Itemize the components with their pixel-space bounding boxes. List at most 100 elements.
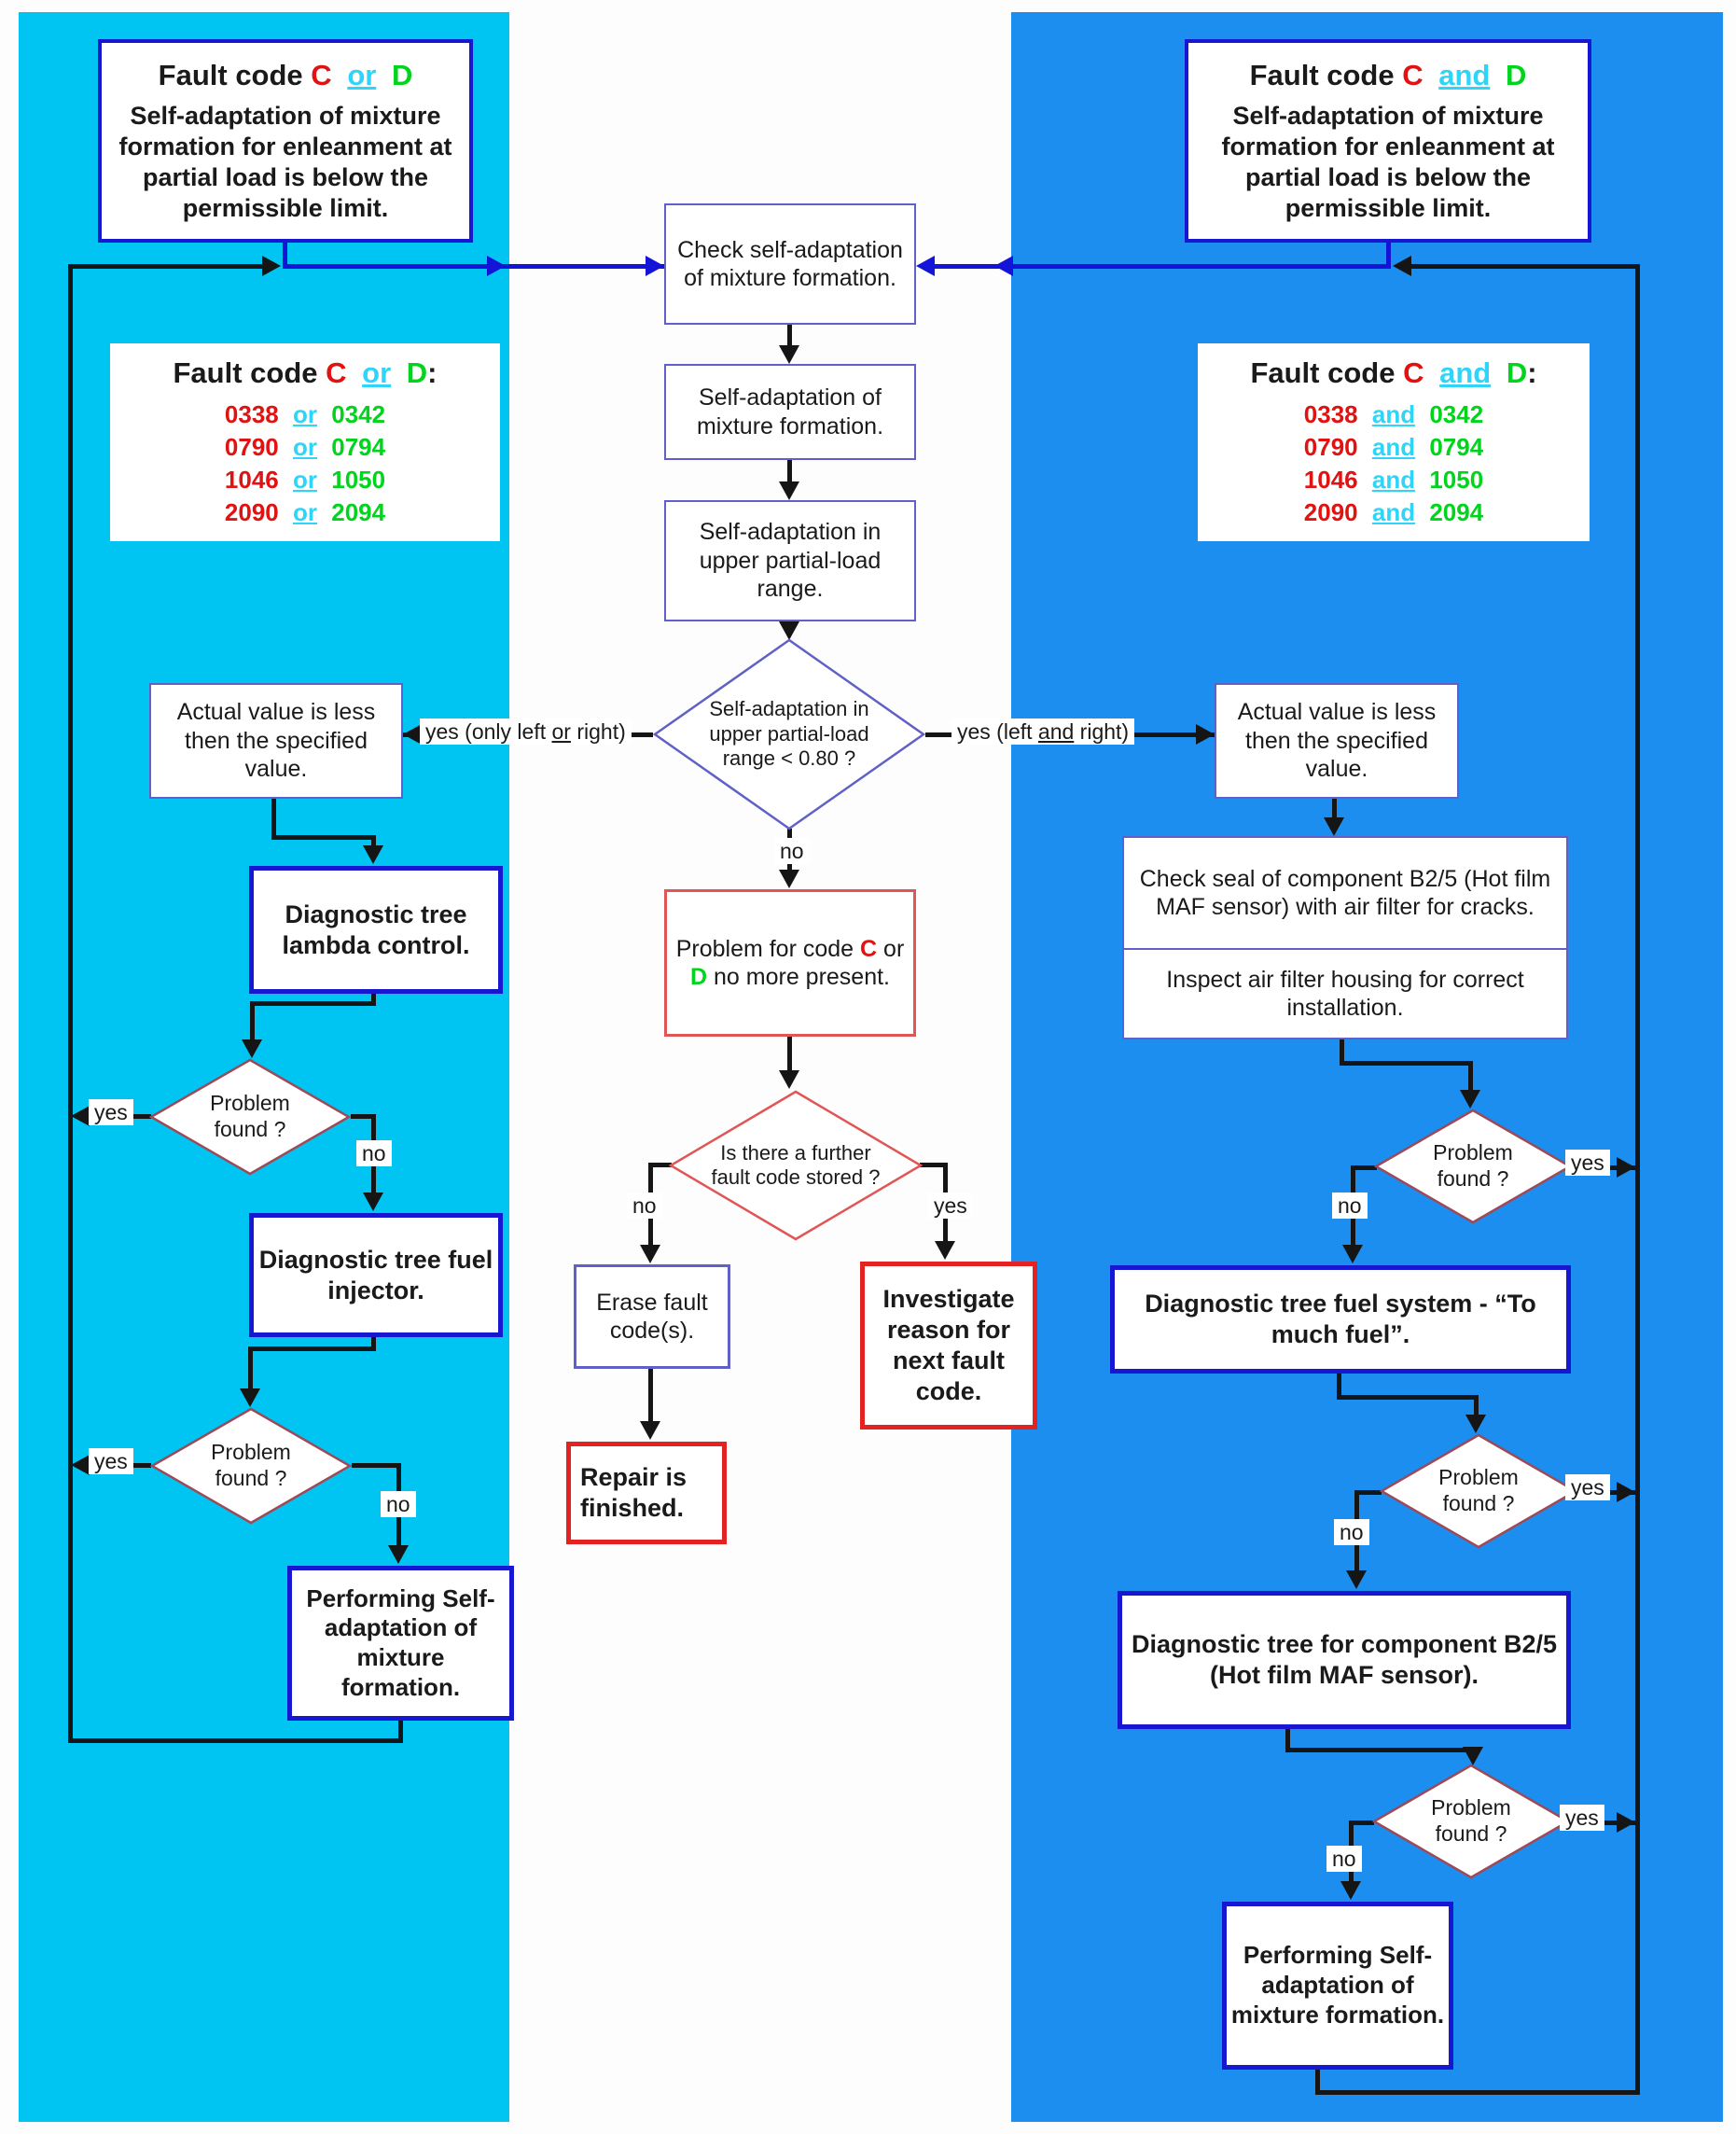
arrowhead	[994, 256, 1013, 276]
flow-line	[920, 1163, 948, 1167]
conjunction: and	[1438, 59, 1491, 92]
flow-line-blue	[283, 264, 664, 269]
arrowhead	[262, 256, 281, 276]
no-label: no	[356, 1140, 392, 1167]
no-label: no	[381, 1491, 416, 1518]
arrowhead	[363, 1193, 383, 1211]
header-title: Fault code C or D	[158, 59, 413, 92]
flow-line	[1411, 264, 1640, 269]
flow-line	[1337, 1395, 1479, 1400]
problem-found-diamond-right-1: Problem found ?	[1374, 1109, 1572, 1224]
further-fault-code-diamond: Is there a further fault code stored ?	[669, 1090, 923, 1241]
arrowhead	[1393, 256, 1411, 276]
flow-line	[1351, 1165, 1377, 1170]
arrowhead	[1324, 817, 1344, 836]
header-title: Fault code C and D	[1249, 59, 1527, 92]
fuel-injector-box: Diagnostic tree fuel injector.	[249, 1213, 503, 1337]
no-label: no	[627, 1193, 662, 1220]
fault-row: 2090 or 2094	[224, 498, 386, 526]
conjunction: or	[347, 59, 377, 92]
code-c: C	[860, 935, 878, 962]
branch-label-left: yes (only left or right)	[420, 718, 632, 746]
arrowhead	[1463, 1747, 1483, 1765]
fuel-system-box: Diagnostic tree fuel system - “To much f…	[1110, 1265, 1571, 1374]
arrowhead	[1460, 1090, 1480, 1109]
yes-label: yes	[928, 1193, 973, 1220]
arrowhead	[71, 1455, 90, 1475]
flow-line	[68, 1738, 403, 1743]
code-d: D	[391, 59, 413, 92]
flow-line	[1340, 1039, 1344, 1066]
fault-row: 0338 and 0342	[1303, 399, 1484, 428]
flow-line	[1337, 1374, 1341, 1400]
arrowhead	[779, 621, 799, 640]
flow-line	[271, 835, 376, 840]
flow-line	[371, 1337, 376, 1351]
code-c: C	[1403, 356, 1424, 389]
yes-label: yes	[1565, 1474, 1610, 1501]
yes-label: yes	[89, 1099, 133, 1126]
arrowhead	[779, 1070, 799, 1089]
check-self-adaptation-box: Check self-adaptation of mixture formati…	[664, 203, 916, 325]
no-label: no	[1326, 1846, 1362, 1873]
fault-row: 0790 or 0794	[224, 432, 386, 461]
arrowhead	[1340, 1881, 1361, 1900]
problem-found-diamond-left-1: Problem found ?	[149, 1058, 351, 1176]
problem-found-diamond-left-2: Problem found ?	[150, 1407, 352, 1525]
code-c: C	[326, 356, 347, 389]
arrowhead	[640, 1421, 660, 1440]
arrowhead	[1617, 1157, 1635, 1178]
flow-line	[1635, 264, 1640, 2095]
code-c: C	[311, 59, 332, 92]
flow-line	[68, 264, 262, 269]
flow-line	[648, 1369, 653, 1423]
arrowhead	[640, 1245, 660, 1263]
arrowhead	[240, 1388, 260, 1407]
arrowhead	[935, 1241, 955, 1260]
arrowhead	[487, 256, 506, 276]
arrowhead	[779, 345, 799, 364]
flow-line	[1340, 1061, 1473, 1066]
fault-row: 1046 or 1050	[224, 465, 386, 494]
flow-line	[250, 1001, 376, 1006]
conjunction: or	[362, 356, 392, 389]
flow-line	[248, 1346, 253, 1390]
flow-line	[787, 325, 792, 347]
arrowhead	[1617, 1482, 1635, 1502]
flow-line	[68, 264, 73, 1743]
fault-code-or-list-box: Fault code C or D: 0338 or 0342 0790 or …	[110, 343, 500, 541]
flow-line	[1285, 1729, 1290, 1752]
arrowhead	[1617, 1812, 1635, 1833]
header-body: Self-adaptation of mixture formation for…	[1221, 102, 1555, 222]
actual-value-box-left: Actual value is less then the specified …	[149, 683, 403, 799]
diamond-shape	[1374, 1109, 1572, 1224]
code-c: C	[1402, 59, 1424, 92]
flow-line	[1468, 1061, 1473, 1092]
check-seal-box: Check seal of component B2/5 (Hot film M…	[1122, 836, 1568, 950]
performing-box-right: Performing Self-adaptation of mixture fo…	[1222, 1902, 1453, 2070]
flow-line	[248, 1346, 376, 1351]
problem-no-more-box: Problem for code C or D no more present.	[664, 889, 916, 1037]
arrowhead	[242, 1039, 262, 1058]
arrowhead	[779, 481, 799, 500]
flow-line	[1349, 1820, 1374, 1825]
arrowhead	[1346, 1570, 1367, 1589]
flow-line	[1354, 1490, 1382, 1495]
code-d: D	[406, 356, 428, 389]
flow-line	[648, 1163, 672, 1167]
arrowhead	[916, 256, 935, 276]
diamond-shape	[150, 1407, 352, 1525]
problem-found-diamond-right-2: Problem found ?	[1380, 1433, 1577, 1549]
repair-finished-box: Repair is finished.	[566, 1442, 727, 1544]
arrowhead	[71, 1106, 90, 1126]
actual-value-box-right: Actual value is less then the specified …	[1215, 683, 1459, 799]
header-body: Self-adaptation of mixture formation for…	[118, 102, 452, 222]
lambda-control-box: Diagnostic tree lambda control.	[249, 866, 503, 994]
yes-label: yes	[1560, 1805, 1604, 1832]
code-d: D	[690, 964, 708, 990]
flow-line	[1315, 2090, 1640, 2095]
self-adaptation-mixture-box: Self-adaptation of mixture formation.	[664, 364, 916, 460]
fault-code-and-header-box: Fault code C and D Self-adaptation of mi…	[1185, 39, 1591, 243]
flow-line-blue	[935, 264, 1386, 269]
